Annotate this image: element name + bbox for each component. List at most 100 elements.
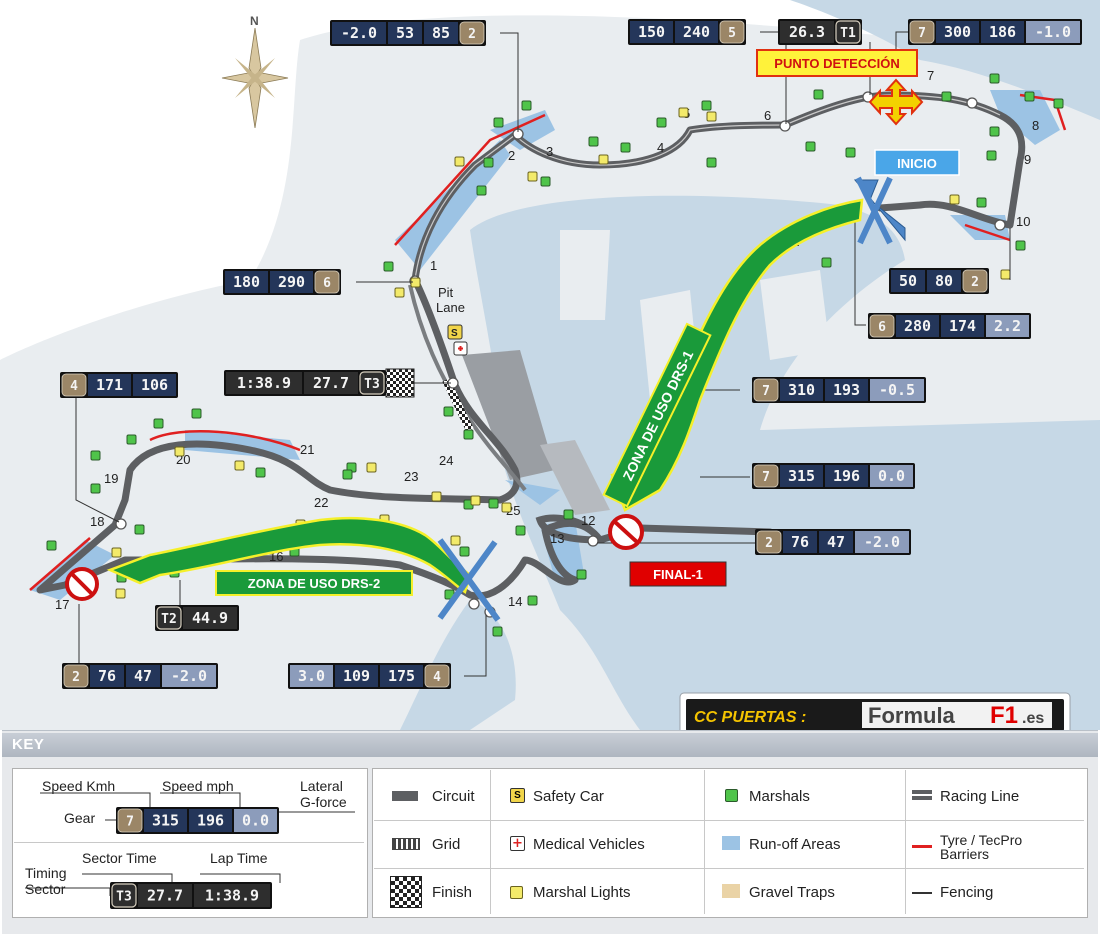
drs-zone-2-label-box [215, 570, 413, 596]
key-speed-mph-label: Speed mph [162, 778, 234, 794]
speed-box-dz1b-value: 196 [833, 467, 860, 485]
corner-4: 4 [657, 140, 664, 155]
marshal-light-icon [510, 886, 523, 899]
corner-3: 3 [546, 144, 553, 159]
speed-box-dz1b-cell [780, 465, 823, 487]
brand-name-tld: .es [1022, 710, 1044, 727]
speed-box-t12-cell [819, 531, 853, 553]
speed-box-finish-cell [359, 371, 385, 395]
speed-box-t2sector-cell [156, 606, 182, 630]
speed-box-t19-cell [61, 373, 87, 397]
medical-vehicle-icon [458, 346, 463, 351]
speed-box-t10-cell [927, 270, 961, 292]
speed-box-dz1b-value: 315 [788, 467, 815, 485]
key-legend-runoff: Run-off Areas [749, 836, 841, 853]
compass-north-label: N [250, 14, 259, 28]
speed-box-dz1b-cell [753, 464, 779, 488]
key-lap-time-label: Lap Time [210, 850, 268, 866]
detection-point-label: PUNTO DETECCIÓN [774, 56, 899, 71]
speed-box-t7-cell [936, 21, 979, 43]
speed-box-t10-value: 2 [971, 275, 979, 290]
circuit-swatch-icon [392, 791, 418, 801]
key-legend-marshal-lights: Marshal Lights [533, 884, 631, 901]
key-example-timing-box-cell [194, 884, 270, 907]
key-legend-fencing: Fencing [940, 884, 994, 901]
speed-box-t19-value: 171 [96, 376, 123, 394]
grid [442, 378, 474, 432]
speed-box-dz1a-value: -0.5 [879, 381, 915, 399]
speed-box-t11-value: 6 [878, 320, 886, 335]
corner-23: 23 [404, 469, 418, 484]
corner-6: 6 [764, 108, 771, 123]
speed-box-t10-value: 80 [935, 272, 953, 290]
key-legend-barriers: Tyre / TecPro Barriers [940, 832, 1023, 862]
corner-21: 21 [300, 442, 314, 457]
speed-box-t12-value: 76 [791, 533, 809, 551]
speed-box-dz1b-value: 7 [762, 470, 770, 485]
key-legend-circuit: Circuit [432, 788, 475, 805]
drs-zone-2-arrow [106, 516, 472, 595]
key-example-speed-box-value: 196 [197, 812, 224, 830]
speed-box-dz1a-cell [780, 379, 823, 401]
speed-box-t1-cell [225, 271, 268, 293]
speed-box-t1-value: 290 [278, 273, 305, 291]
barrier [394, 113, 546, 246]
speed-box-t12-cell [855, 531, 909, 553]
corner-22: 22 [314, 495, 328, 510]
corner-19: 19 [104, 471, 118, 486]
speed-box-t10-cell [962, 269, 988, 293]
speed-box-t2-cell [388, 22, 422, 44]
speed-box-t1sector-cell [835, 20, 861, 44]
speed-box-t12-value: 2 [765, 536, 773, 551]
racing-line-icon [912, 796, 932, 800]
speed-box-t1-value: 6 [323, 276, 331, 291]
speed-box-t1-value: 180 [233, 273, 260, 291]
corner-17: 17 [55, 597, 69, 612]
speed-box-t19-value: 4 [70, 379, 78, 394]
speed-box-t17-value: 47 [134, 667, 152, 685]
drs-zone-1-arrow [610, 198, 864, 512]
speed-box-t7-value: 186 [989, 23, 1016, 41]
speed-box-dz1a-cell [753, 378, 779, 402]
speed-box-t7-cell [981, 21, 1024, 43]
speed-box-t7-value: 7 [918, 26, 926, 41]
key-example-speed-box-value: 0.0 [242, 812, 269, 830]
speed-box-dz1a-value: 193 [833, 381, 860, 399]
speed-box-t17-cell [63, 664, 89, 688]
speed-box-t1sector-value: 26.3 [789, 23, 825, 41]
speed-box-dz1b-cell [825, 465, 868, 487]
brand-banner: CC PUERTAS : Formula F1 .es [679, 692, 1071, 730]
pier [760, 270, 830, 360]
speed-box-finish-cell [226, 372, 302, 394]
barrier [964, 223, 1011, 242]
runoff-swatch-icon [722, 836, 740, 850]
speed-box-t14-cell [424, 664, 450, 688]
drs-start-marker-2 [437, 538, 501, 622]
finish-flag-icon [385, 368, 415, 398]
speed-box-dz1a-value: 310 [788, 381, 815, 399]
speed-box-t10-cell [891, 270, 925, 292]
speed-box-t11-value: 2.2 [994, 317, 1021, 335]
start-label: INICIO [897, 156, 937, 171]
speed-box-t12-cell [783, 531, 817, 553]
speed-box-t2-cell [332, 22, 386, 44]
speed-box-t2-value: -2.0 [341, 24, 377, 42]
pit-lane-label: Pit [438, 285, 454, 300]
speed-box-t2sector-cell [183, 607, 237, 629]
fencing-icon [912, 892, 932, 894]
corner-24: 24 [439, 453, 453, 468]
key-legend-medical: Medical Vehicles [533, 836, 645, 853]
detection-point-marker [868, 78, 924, 126]
safety-car-icon: S [510, 788, 525, 803]
key-example-speed-box-value: 7 [126, 815, 134, 830]
corner-18: 18 [90, 514, 104, 529]
speed-box-dz1b-cell [870, 465, 913, 487]
speed-box-t17-value: -2.0 [171, 667, 207, 685]
corner-7: 7 [927, 68, 934, 83]
key-gear-label: Gear [64, 810, 96, 826]
